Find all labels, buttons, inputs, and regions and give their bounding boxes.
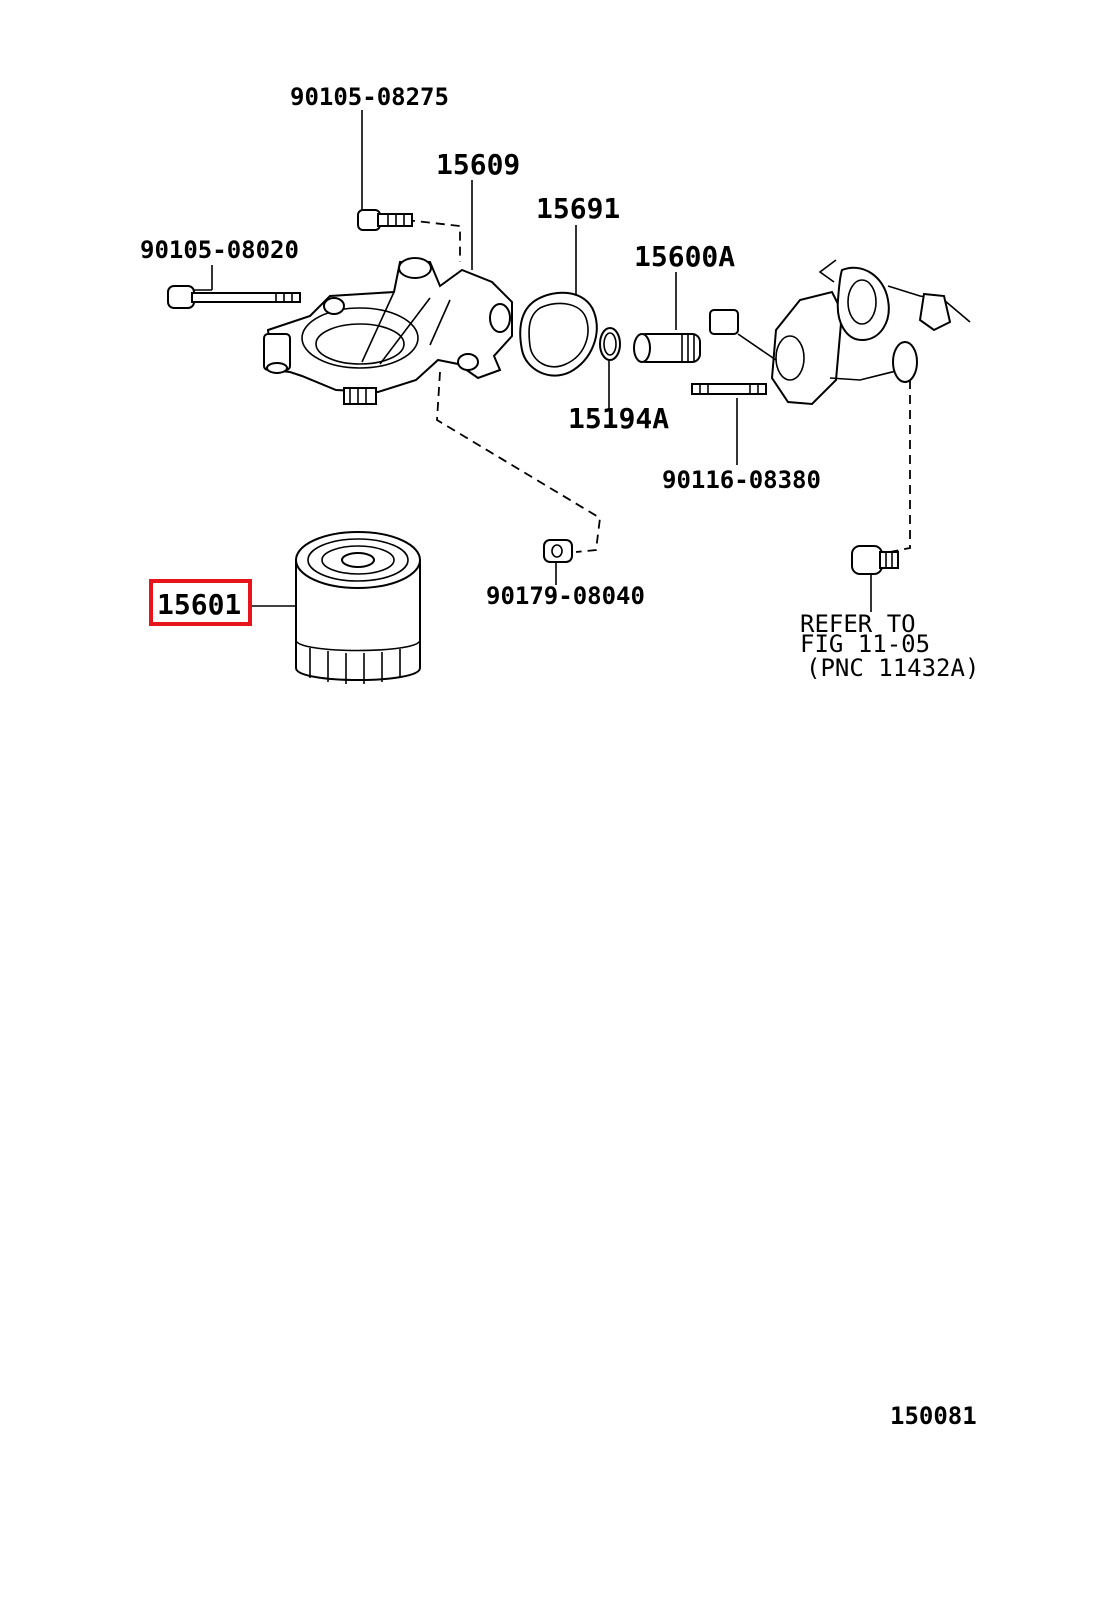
refer-note-line3: (PNC 11432A)	[806, 654, 979, 682]
refer-note-line1: REFER TO	[800, 610, 916, 638]
label-15609[interactable]: 15609	[436, 148, 520, 181]
drain-plug-icon	[851, 545, 899, 575]
o-ring-15194A-icon	[599, 327, 621, 361]
stud-bolt-90116-08380-icon	[691, 383, 767, 395]
bolt-90105-08275-icon	[357, 209, 413, 231]
label-15600A[interactable]: 15600A	[634, 240, 735, 273]
refer-note-line2: FIG 11-05	[800, 630, 930, 658]
label-15601[interactable]: 15601	[157, 588, 241, 621]
part-labels: 90105-08275 15609 15691 90105-08020 1560…	[140, 83, 821, 621]
bracket-15609-icon	[263, 257, 513, 405]
bolt-90105-08020-icon	[167, 285, 301, 309]
oil-filter-15601-icon	[295, 531, 421, 684]
figure-code: 150081	[890, 1402, 977, 1430]
relief-valve-15600A-icon	[633, 333, 701, 363]
plug-90179-08040-icon	[543, 539, 573, 563]
label-15691[interactable]: 15691	[536, 192, 620, 225]
gasket-15691-icon	[519, 291, 598, 377]
label-15194A[interactable]: 15194A	[568, 402, 669, 435]
label-90105-08020[interactable]: 90105-08020	[140, 236, 299, 264]
label-90179-08040[interactable]: 90179-08040	[486, 582, 645, 610]
refer-note: REFER TO FIG 11-05 (PNC 11432A)	[800, 610, 979, 682]
label-90116-08380[interactable]: 90116-08380	[662, 466, 821, 494]
leader-lines	[190, 110, 872, 612]
alignment-dashes	[405, 219, 911, 553]
label-90105-08275[interactable]: 90105-08275	[290, 83, 449, 111]
engine-block-icon	[709, 259, 971, 406]
highlight-box	[149, 579, 252, 626]
